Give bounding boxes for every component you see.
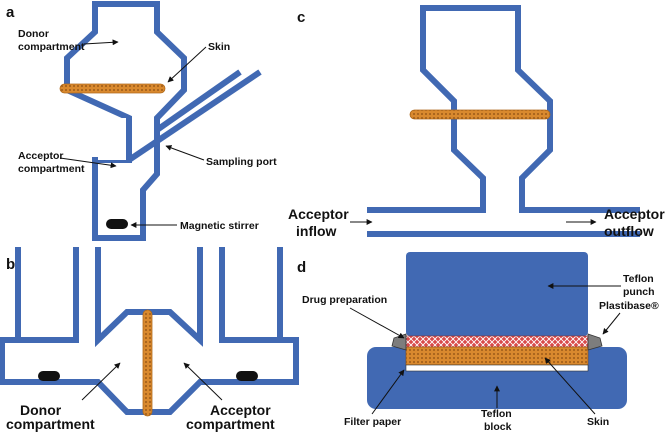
- label-d-block-2: block: [484, 421, 512, 432]
- acceptor-neck-fill: [98, 118, 126, 160]
- panel-c-letter: c: [297, 9, 305, 26]
- arrow-d-skin: [544, 357, 596, 415]
- label-d-punch-2: punch: [623, 286, 655, 298]
- panel-d: d Teflon punch Drug preparation Plastiba…: [297, 252, 659, 432]
- side-cell-left-glass: [0, 247, 147, 415]
- magnetic-stirrer-b-left: [38, 371, 60, 381]
- label-a-donor-2: compartment: [18, 41, 85, 53]
- label-a-donor-1: Donor: [18, 28, 49, 40]
- flow-cell-glass: [367, 5, 640, 213]
- panel-c: c Acceptor inflow Acceptor outflow: [288, 5, 665, 239]
- filter-paper-layer: [405, 364, 589, 372]
- label-a-stirrer: Magnetic stirrer: [180, 220, 259, 232]
- label-c-outflow-1: Acceptor: [604, 206, 665, 222]
- franz-cell-glass: [64, 1, 187, 241]
- label-a-sampling: Sampling port: [206, 156, 277, 168]
- label-d-drug: Drug preparation: [302, 294, 387, 306]
- label-d-punch-1: Teflon: [623, 273, 654, 285]
- arrow-a-skin: [167, 46, 207, 83]
- skin-membrane-c: [409, 109, 551, 120]
- drug-preparation-layer: [405, 335, 589, 348]
- label-a-skin: Skin: [208, 41, 230, 53]
- panel-b-letter: b: [6, 256, 15, 273]
- label-c-inflow-2: inflow: [296, 223, 337, 239]
- skin-membrane-b: [142, 309, 153, 417]
- arrow-a-donor: [83, 39, 119, 46]
- label-b-acceptor-2: compartment: [186, 416, 275, 432]
- label-d-skin: Skin: [587, 416, 609, 428]
- label-b-donor-1: Donor: [20, 402, 62, 418]
- label-b-donor-2: compartment: [6, 416, 95, 432]
- magnetic-stirrer-a: [106, 219, 128, 229]
- arrow-b-donor: [81, 362, 121, 401]
- label-d-plastibase: Plastibase®: [599, 300, 659, 312]
- label-a-acceptor-2: compartment: [18, 163, 85, 175]
- side-cell-right-glass: [147, 247, 299, 415]
- panel-b: b Donor compartment Acceptor compartment: [0, 247, 299, 432]
- arrow-a-sampling: [165, 145, 205, 161]
- arrow-d-drug: [349, 307, 405, 339]
- label-d-block-1: Teflon: [481, 408, 512, 420]
- panel-d-letter: d: [297, 259, 306, 276]
- arrow-b-acceptor: [183, 362, 223, 401]
- label-c-outflow-2: outflow: [604, 223, 654, 239]
- label-a-acceptor-1: Acceptor: [18, 150, 64, 162]
- panel-a-letter: a: [6, 4, 15, 21]
- skin-layer-d: [405, 346, 589, 366]
- panel-a: a Donor compartment Skin Acceptor compar…: [6, 1, 277, 241]
- label-c-inflow-1: Acceptor: [288, 206, 349, 222]
- arrow-d-plastibase: [602, 312, 621, 335]
- sampling-port-upper-wall: [155, 69, 242, 133]
- arrow-d-filter: [371, 369, 405, 415]
- label-b-acceptor-1: Acceptor: [210, 402, 271, 418]
- arrow-a-acceptor: [59, 157, 117, 169]
- label-d-filter: Filter paper: [344, 416, 401, 428]
- skin-membrane-a: [59, 83, 166, 94]
- magnetic-stirrer-b-right: [236, 371, 258, 381]
- plastibase-seal-right: [587, 333, 603, 351]
- teflon-punch: [406, 252, 588, 336]
- sampling-port-lower-wall: [127, 69, 262, 163]
